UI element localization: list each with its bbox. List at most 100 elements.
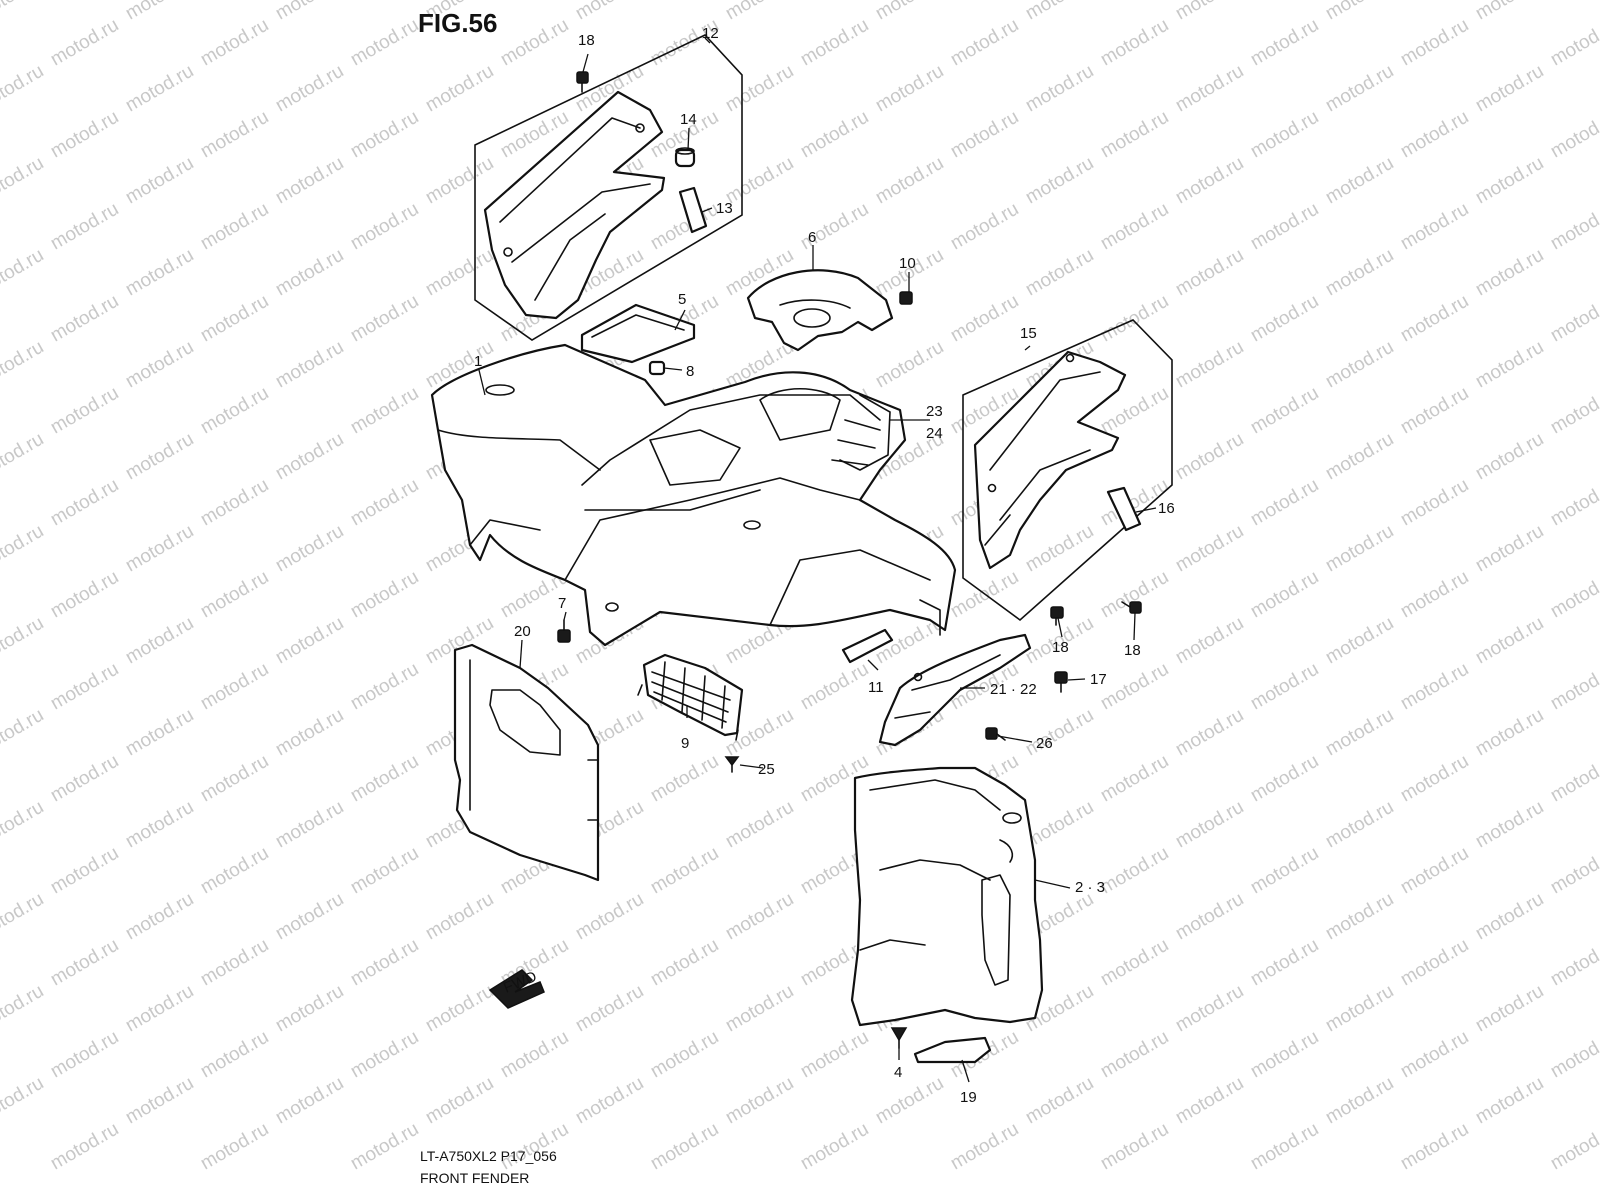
watermark-text: motod.ru	[422, 1073, 497, 1129]
watermark-text: motod.ru	[572, 0, 647, 24]
watermark-text: motod.ru	[347, 659, 422, 715]
watermark-text: motod.ru	[1472, 0, 1547, 24]
bolt-7	[557, 619, 571, 643]
watermark-text: motod.ru	[122, 521, 197, 577]
callout-23: 23	[926, 403, 943, 420]
watermark-text: motod.ru	[1322, 889, 1397, 945]
callout-15: 15	[1020, 325, 1037, 342]
watermark-text: motod.ru	[1397, 1119, 1472, 1175]
watermark-text: motod.ru	[1247, 567, 1322, 623]
watermark-text: motod.ru	[1397, 107, 1472, 163]
watermark-text: motod.ru	[347, 291, 422, 347]
watermark-text: motod.ru	[1397, 751, 1472, 807]
watermark-text: motod.ru	[0, 981, 47, 1037]
watermark-text: motod.ru	[1097, 199, 1172, 255]
callout-18-right: 18	[1124, 642, 1141, 659]
watermark-text: motod.ru	[1547, 935, 1600, 991]
watermark-text: motod.ru	[1547, 1027, 1600, 1083]
watermark-text: motod.ru	[197, 475, 272, 531]
callout-7: 7	[558, 595, 566, 612]
pad-11	[841, 628, 894, 664]
watermark-text: motod.ru	[1247, 383, 1322, 439]
watermark-text: motod.ru	[122, 337, 197, 393]
watermark-text: motod.ru	[1247, 199, 1322, 255]
callout-18-top: 18	[578, 32, 595, 49]
watermark-text: motod.ru	[647, 1027, 722, 1083]
cushion-13	[678, 186, 708, 234]
watermark-text: motod.ru	[1397, 199, 1472, 255]
watermark-text: motod.ru	[1397, 291, 1472, 347]
watermark-text: motod.ru	[422, 61, 497, 117]
watermark-text: motod.ru	[272, 1073, 347, 1129]
leader-lines	[478, 37, 1157, 1083]
figure-title: FIG.56	[418, 8, 497, 38]
watermark-text: motod.ru	[1472, 429, 1547, 485]
watermark-text: motod.ru	[1472, 1073, 1547, 1129]
watermark-text: motod.ru	[1022, 61, 1097, 117]
bolt-18-mid	[1050, 606, 1064, 626]
bolt-17	[1054, 671, 1068, 693]
watermark-text: motod.ru	[1472, 981, 1547, 1037]
watermark-text: motod.ru	[1247, 935, 1322, 991]
watermark-text: motod.ru	[1397, 567, 1472, 623]
watermark-text: motod.ru	[1022, 521, 1097, 577]
watermark-text: motod.ru	[347, 15, 422, 71]
watermark-text: motod.ru	[122, 429, 197, 485]
watermark-text: motod.ru	[422, 981, 497, 1037]
watermark-text: motod.ru	[797, 15, 872, 71]
watermark-text: motod.ru	[1397, 843, 1472, 899]
watermark-text: motod.ru	[1397, 383, 1472, 439]
watermark-text: motod.ru	[1322, 705, 1397, 761]
nut-8	[648, 360, 666, 376]
callout-26: 26	[1036, 735, 1053, 752]
callout-17: 17	[1090, 671, 1107, 688]
watermark-text: motod.ru	[1472, 61, 1547, 117]
watermark-text: motod.ru	[1322, 429, 1397, 485]
watermark-text: motod.ru	[497, 15, 572, 71]
watermark-text: motod.ru	[1547, 383, 1600, 439]
watermark-text: motod.ru	[347, 107, 422, 163]
watermark-text: motod.ru	[47, 843, 122, 899]
watermark-text: motod.ru	[347, 1027, 422, 1083]
watermark-text: motod.ru	[1172, 429, 1247, 485]
watermark-text: motod.ru	[347, 383, 422, 439]
callout-labels: 1 2 · 3 4 5 6 7 8 9 10 11 12 13 14 15 16…	[474, 25, 1175, 1106]
watermark-text: motod.ru	[1172, 981, 1247, 1037]
watermark-text: motod.ru	[1397, 659, 1472, 715]
watermark-text: motod.ru	[122, 245, 197, 301]
watermark-text: motod.ru	[272, 705, 347, 761]
watermark-text: motod.ru	[0, 429, 47, 485]
watermark-text: motod.ru	[947, 291, 1022, 347]
watermark-text: motod.ru	[0, 337, 47, 393]
screw-25	[724, 756, 740, 773]
watermark-text: motod.ru	[197, 843, 272, 899]
watermark-text: motod.ru	[0, 61, 47, 117]
screw-4	[890, 1027, 908, 1049]
watermark-text: motod.ru	[1172, 889, 1247, 945]
callout-16: 16	[1158, 500, 1175, 517]
watermark-text: motod.ru	[1097, 1027, 1172, 1083]
watermark-text: motod.ru	[272, 61, 347, 117]
watermark-text: motod.ru	[0, 0, 47, 24]
watermark-text: motod.ru	[0, 521, 47, 577]
watermark-text: motod.ru	[122, 981, 197, 1037]
watermark-text: motod.ru	[1097, 1119, 1172, 1175]
watermark-text: motod.ru	[1472, 613, 1547, 669]
watermark-text: motod.ru	[122, 1073, 197, 1129]
watermark-text: motod.ru	[797, 1119, 872, 1175]
watermark-text: motod.ru	[1547, 15, 1600, 71]
watermark-text: motod.ru	[1322, 61, 1397, 117]
inset-frame-15	[962, 319, 1173, 622]
cover-6	[746, 269, 894, 352]
watermark-text: motod.ru	[1247, 1119, 1322, 1175]
nut-10	[899, 291, 913, 305]
watermark-text: motod.ru	[872, 61, 947, 117]
watermark-text: motod.ru	[1547, 291, 1600, 347]
watermark-text: motod.ru	[1547, 1119, 1600, 1175]
watermark-text: motod.ru	[1172, 61, 1247, 117]
watermark-text: motod.ru	[1547, 567, 1600, 623]
watermark-text: motod.ru	[122, 797, 197, 853]
watermark-text: motod.ru	[0, 245, 47, 301]
callout-8: 8	[686, 363, 694, 380]
watermark-text: motod.ru	[197, 1119, 272, 1175]
